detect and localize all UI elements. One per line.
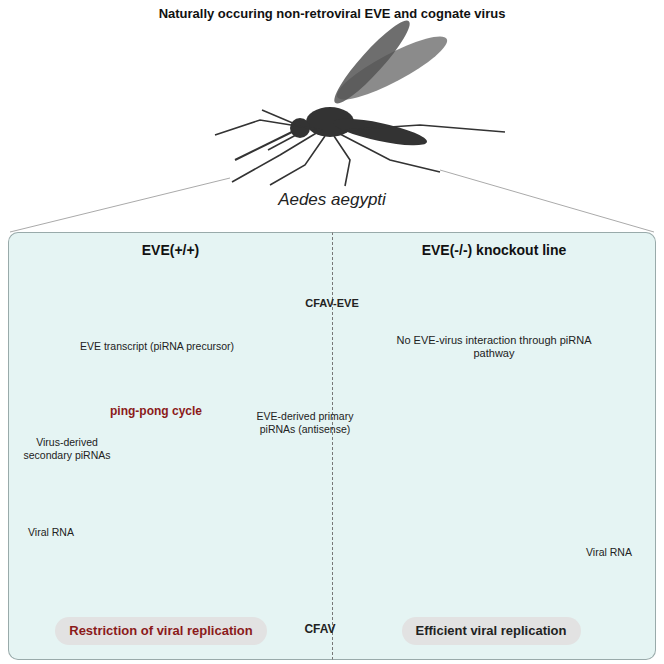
genotype-panel: EVE(-/-) knockout lineEfficient viral re… [332,232,656,660]
molecule-label: EVE-derived primary piRNAs (antisense) [246,410,364,435]
molecule-label: Viral RNA [586,546,632,559]
panel-heading: EVE(-/-) knockout line [333,233,655,259]
process-name: ping-pong cycle [110,404,202,418]
mosquito-figure [215,14,505,186]
outcome-pill: Efficient viral replication [402,617,581,645]
outcome-text: Restriction of viral replication [69,617,253,645]
zoom-line [440,170,654,232]
species-name: Aedes aegypti [278,190,386,210]
molecule-label: EVE transcript (piRNA precursor) [80,340,234,353]
outcome-text: Efficient viral replication [416,617,567,645]
figure-title: Naturally occuring non-retroviral EVE an… [159,6,506,22]
zoom-line [10,178,230,232]
molecule-label: Viral RNA [28,526,74,539]
note-text: No EVE-virus interaction through piRNA p… [384,334,604,360]
molecule-label: Virus-derived secondary piRNAs [12,436,122,461]
outcome-pill: Restriction of viral replication [55,617,267,645]
locus-name: CFAV-EVE [305,297,359,310]
panel-heading: EVE(+/+) [9,233,332,259]
virus-name: CFAV [304,622,335,636]
